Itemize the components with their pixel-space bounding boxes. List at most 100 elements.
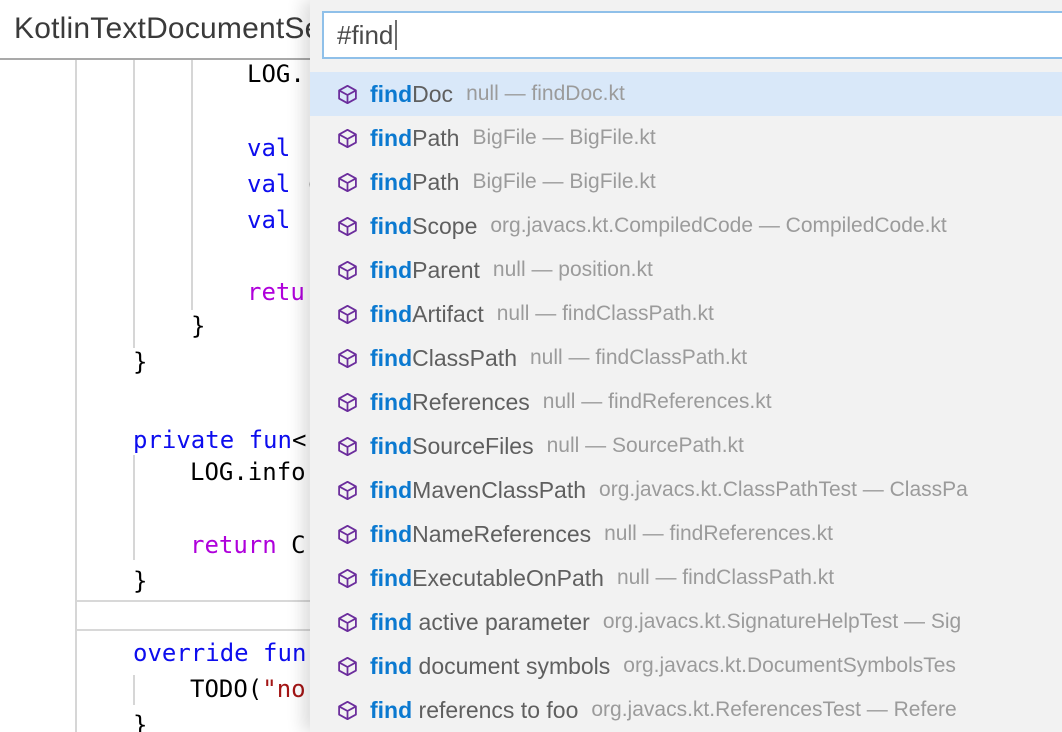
- match-highlight: find: [370, 124, 413, 151]
- match-highlight: find: [370, 344, 413, 371]
- symbol-cube-icon: [337, 700, 358, 721]
- list-item[interactable]: findArtifact null — findClassPath.kt: [310, 292, 1062, 336]
- code-line: override fun: [133, 639, 307, 667]
- list-item[interactable]: findMavenClassPath org.javacs.kt.ClassPa…: [310, 468, 1062, 512]
- list-item[interactable]: findClassPath null — findClassPath.kt: [310, 336, 1062, 380]
- search-query-text: #find: [337, 19, 394, 50]
- symbol-cube-icon: [337, 612, 358, 633]
- symbol-name: findSourceFiles: [370, 433, 534, 460]
- symbol-name-rest: NameReferences: [412, 520, 592, 547]
- match-highlight: find: [370, 520, 413, 547]
- symbol-detail: org.javacs.kt.ClassPathTest — ClassPa: [599, 478, 968, 501]
- symbol-name-rest: Path: [412, 168, 460, 195]
- symbol-name-rest: Artifact: [412, 300, 484, 327]
- symbol-name-rest: MavenClassPath: [412, 476, 587, 503]
- code-line: return C: [190, 531, 306, 559]
- symbol-name-rest: Scope: [412, 212, 478, 239]
- symbol-detail: null — findReferences.kt: [604, 522, 833, 545]
- code-line: }: [133, 567, 148, 595]
- code-line: val (: [247, 170, 320, 198]
- list-item[interactable]: find active parameter org.javacs.kt.Sign…: [310, 600, 1062, 644]
- list-item[interactable]: findPath BigFile — BigFile.kt: [310, 116, 1062, 160]
- list-item[interactable]: findReferences null — findReferences.kt: [310, 380, 1062, 424]
- code-line: }: [133, 348, 148, 376]
- symbol-name: find active parameter: [370, 609, 590, 636]
- symbol-name: find document symbols: [370, 653, 610, 680]
- list-item[interactable]: findScope org.javacs.kt.CompiledCode — C…: [310, 204, 1062, 248]
- symbol-detail: null — SourcePath.kt: [546, 434, 744, 457]
- symbol-name: findNameReferences: [370, 521, 591, 548]
- symbol-name-rest: ClassPath: [412, 344, 517, 371]
- symbol-search-input[interactable]: #find: [322, 11, 1062, 59]
- symbol-name-rest: referencs to foo: [412, 696, 579, 723]
- symbol-name: findReferences: [370, 389, 530, 416]
- symbol-name: findPath: [370, 169, 459, 196]
- symbol-name: find referencs to foo: [370, 697, 578, 724]
- match-highlight: find: [370, 432, 413, 459]
- indent-guide: [133, 455, 135, 560]
- indent-guide: [133, 675, 135, 705]
- code-area[interactable]: LOG. val val ( val retu}} private fun< LOG.inf…: [0, 60, 1062, 732]
- symbol-cube-icon: [337, 568, 358, 589]
- list-item[interactable]: findNameReferences null — findReferences…: [310, 512, 1062, 556]
- list-item[interactable]: findParent null — position.kt: [310, 248, 1062, 292]
- code-line: retu: [247, 278, 305, 306]
- symbol-detail: BigFile — BigFile.kt: [472, 170, 656, 193]
- editor-tab-title[interactable]: KotlinTextDocumentSe: [14, 12, 322, 45]
- symbol-results-list[interactable]: findDoc null — findDoc.kt findPath BigFi…: [310, 72, 1062, 732]
- symbol-cube-icon: [337, 348, 358, 369]
- code-line: TODO("no: [190, 675, 306, 703]
- symbol-cube-icon: [337, 260, 358, 281]
- symbol-name: findExecutableOnPath: [370, 565, 604, 592]
- code-line: val: [247, 134, 291, 162]
- symbol-name: findPath: [370, 125, 459, 152]
- list-item[interactable]: findDoc null — findDoc.kt: [310, 72, 1062, 116]
- match-highlight: find: [370, 256, 413, 283]
- symbol-picker-popup: #find findDoc null — findDoc.kt findPath…: [310, 0, 1062, 732]
- code-line: LOG.: [247, 60, 305, 88]
- symbol-cube-icon: [337, 524, 358, 545]
- symbol-cube-icon: [337, 172, 358, 193]
- symbol-name-rest: Doc: [412, 80, 454, 107]
- symbol-detail: org.javacs.kt.DocumentSymbolsTes: [623, 654, 956, 677]
- match-highlight: find: [370, 80, 413, 107]
- symbol-name-rest: Parent: [412, 256, 480, 283]
- symbol-name: findArtifact: [370, 301, 484, 328]
- list-item[interactable]: find document symbols org.javacs.kt.Docu…: [310, 644, 1062, 688]
- symbol-cube-icon: [337, 392, 358, 413]
- match-highlight: find: [370, 608, 413, 635]
- match-highlight: find: [370, 564, 413, 591]
- symbol-name: findMavenClassPath: [370, 477, 586, 504]
- symbol-detail: null — findDoc.kt: [466, 82, 625, 105]
- symbol-detail: null — position.kt: [492, 258, 653, 281]
- code-line: val: [247, 206, 291, 234]
- symbol-name: findParent: [370, 257, 480, 284]
- code-line: }: [133, 711, 148, 732]
- symbol-cube-icon: [337, 480, 358, 501]
- symbol-name: findDoc: [370, 81, 453, 108]
- symbol-cube-icon: [337, 216, 358, 237]
- list-item[interactable]: find referencs to foo org.javacs.kt.Refe…: [310, 688, 1062, 732]
- symbol-name-rest: References: [412, 388, 530, 415]
- code-line: private fun<: [133, 426, 307, 454]
- match-highlight: find: [370, 212, 413, 239]
- list-item[interactable]: findExecutableOnPath null — findClassPat…: [310, 556, 1062, 600]
- text-cursor: [395, 20, 398, 50]
- list-item[interactable]: findSourceFiles null — SourcePath.kt: [310, 424, 1062, 468]
- list-item[interactable]: findPath BigFile — BigFile.kt: [310, 160, 1062, 204]
- match-highlight: find: [370, 388, 413, 415]
- symbol-cube-icon: [337, 84, 358, 105]
- collapsed-region-separator: [77, 600, 322, 631]
- symbol-detail: null — findClassPath.kt: [529, 346, 748, 369]
- symbol-name-rest: Path: [412, 124, 460, 151]
- symbol-name: findClassPath: [370, 345, 517, 372]
- code-line: LOG.info: [190, 458, 306, 486]
- match-highlight: find: [370, 652, 413, 679]
- symbol-cube-icon: [337, 436, 358, 457]
- symbol-detail: null — findReferences.kt: [542, 390, 772, 413]
- match-highlight: find: [370, 300, 413, 327]
- indent-guide: [75, 60, 77, 732]
- symbol-detail: null — findClassPath.kt: [496, 302, 714, 325]
- symbol-detail: BigFile — BigFile.kt: [472, 126, 656, 149]
